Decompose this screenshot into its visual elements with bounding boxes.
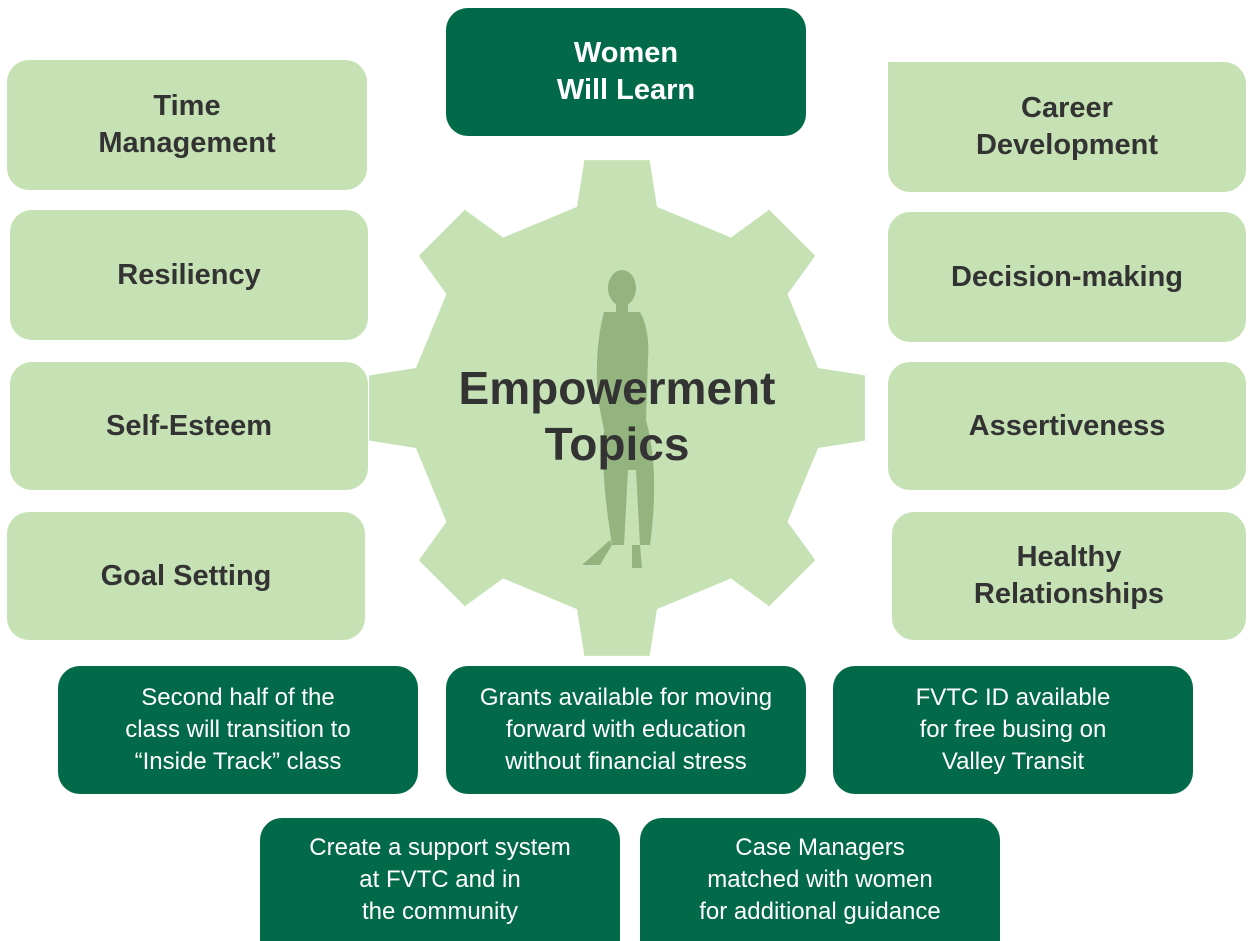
women-will-learn-box: Women Will Learn xyxy=(446,8,806,136)
info-case-managers: Case Managers matched with women for add… xyxy=(640,818,1000,941)
info-label: Second half of the class will transition… xyxy=(125,684,351,775)
info-label: Case Managers matched with women for add… xyxy=(699,833,941,925)
topic-resiliency: Resiliency xyxy=(10,210,368,340)
topic-time-management: Time Management xyxy=(7,60,367,190)
topic-career-development: Career Development xyxy=(888,62,1246,192)
woman-silhouette-icon xyxy=(582,270,655,568)
topic-label: Self-Esteem xyxy=(105,409,272,442)
topic-decision-making: Decision-making xyxy=(888,212,1246,342)
topic-label: Assertiveness xyxy=(968,409,1166,442)
topic-goal-setting: Goal Setting xyxy=(7,512,365,640)
topic-label: Time Management xyxy=(98,90,276,159)
topic-label: Healthy Relationships xyxy=(973,541,1165,610)
topic-self-esteem: Self-Esteem xyxy=(10,362,368,490)
women-will-learn-label: Women Will Learn xyxy=(556,37,696,106)
info-label: Grants available for moving forward with… xyxy=(479,684,773,775)
topic-label: Career Development xyxy=(975,92,1159,161)
info-label: Create a support system at FVTC and in t… xyxy=(309,833,571,925)
topic-label: Decision-making xyxy=(950,260,1184,293)
topic-assertiveness: Assertiveness xyxy=(888,362,1246,490)
topic-healthy-relationships: Healthy Relationships xyxy=(892,512,1246,640)
info-support-system: Create a support system at FVTC and in t… xyxy=(260,818,620,941)
info-label: FVTC ID available for free busing on Val… xyxy=(915,684,1111,775)
info-grants: Grants available for moving forward with… xyxy=(446,666,806,794)
topic-label: Resiliency xyxy=(117,258,261,291)
topic-label: Goal Setting xyxy=(100,559,272,592)
info-inside-track: Second half of the class will transition… xyxy=(58,666,418,794)
info-fvtc-id: FVTC ID available for free busing on Val… xyxy=(833,666,1193,794)
diagram-center-title: Empowerment Topics xyxy=(458,362,776,470)
